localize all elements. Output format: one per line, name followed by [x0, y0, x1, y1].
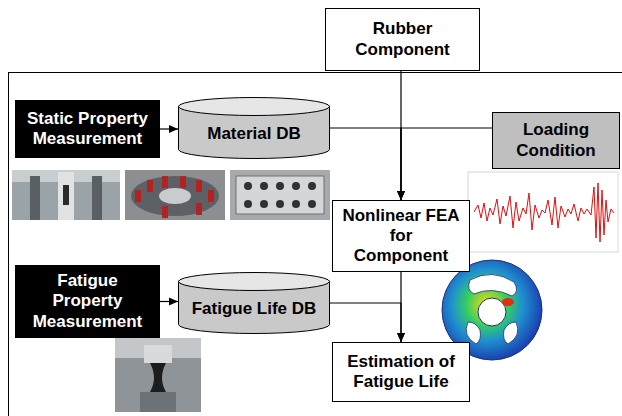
photo-ground — [125, 170, 225, 220]
plot-frame — [468, 172, 618, 252]
flow-arrow — [330, 128, 401, 200]
measurement-box: Fatigue Property Measurement — [15, 265, 160, 337]
load-signal-plot — [468, 172, 618, 252]
result-box: Estimation of Fatigue Life — [332, 342, 470, 402]
ring-void — [504, 322, 518, 344]
machine-column — [30, 176, 40, 220]
stress-hotspot — [502, 298, 514, 306]
node-label: Rubber Component — [340, 19, 465, 59]
node-label: Material DB — [207, 124, 301, 144]
fixture-photo — [125, 170, 225, 220]
specimen-plate-photo — [230, 170, 330, 220]
flow-arrow — [400, 272, 401, 342]
machine-column — [92, 176, 102, 220]
tensile-test-photo — [12, 170, 120, 220]
node-label: Static Property Measurement — [20, 109, 155, 149]
flow-arrow — [401, 128, 492, 200]
process-box: Nonlinear FEA for Component — [332, 200, 470, 272]
ring-void — [466, 322, 480, 344]
fatigue-test-photo — [115, 338, 201, 412]
machine-grip — [58, 172, 74, 220]
fixture-plate — [131, 176, 219, 216]
node-label: Estimation of Fatigue Life — [341, 352, 461, 392]
ring-void — [469, 274, 517, 296]
fixture-hub — [159, 188, 191, 204]
upper-grip — [144, 345, 172, 363]
rubber-specimen — [150, 363, 166, 392]
photo-ground — [115, 338, 201, 412]
lower-grip — [140, 392, 176, 412]
node-label: Fatigue Property Measurement — [20, 271, 155, 331]
signal-trace — [474, 183, 614, 242]
photo-ground — [12, 170, 120, 220]
component-box: Rubber Component — [325, 8, 480, 71]
cylinder-top — [179, 273, 330, 291]
clamp-ring — [135, 176, 214, 218]
database-cylinder: Material DB — [178, 97, 330, 159]
node-label: Loading Condition — [501, 120, 611, 160]
flow-arrow — [160, 301, 178, 302]
plate — [236, 176, 324, 214]
photo-ground — [230, 170, 330, 220]
input-box: Loading Condition — [492, 112, 620, 169]
flow-arrow — [330, 303, 401, 342]
specimen — [63, 185, 69, 205]
system-frame — [9, 73, 622, 416]
node-label: Fatigue Life DB — [192, 299, 317, 319]
database-cylinder: Fatigue Life DB — [178, 272, 330, 334]
ring-hole — [478, 298, 506, 326]
flow-arrow — [160, 128, 178, 129]
measurement-box: Static Property Measurement — [15, 100, 160, 158]
cylinder-top — [179, 98, 330, 116]
plate-holes — [244, 182, 316, 208]
node-label: Nonlinear FEA for Component — [341, 206, 461, 266]
